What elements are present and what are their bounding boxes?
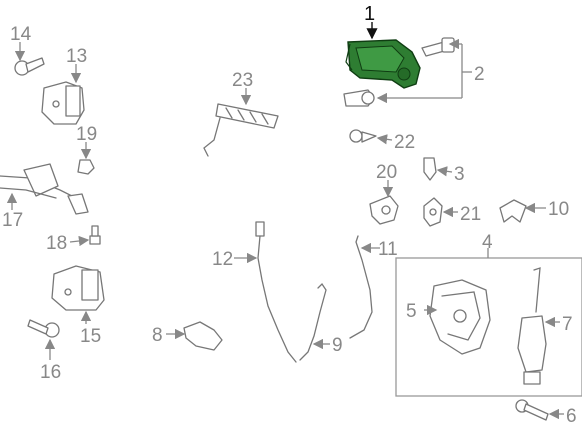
clip-10-part [499, 199, 527, 223]
door-key-part [421, 37, 455, 57]
nut-19-part [77, 159, 95, 175]
latch-assembly-box [395, 257, 582, 397]
lock-cylinder-part [343, 89, 375, 107]
callout-9: 9 [332, 335, 343, 356]
callout-21: 21 [460, 204, 481, 225]
grommet-21-part [423, 197, 443, 227]
callout-4: 4 [482, 232, 493, 253]
bracket-8-part [183, 321, 223, 351]
callout-11: 11 [378, 239, 398, 260]
callout-14: 14 [10, 24, 32, 45]
callout-12: 12 [212, 249, 233, 270]
door-switch-part [203, 103, 279, 157]
bumper-20-part [369, 195, 399, 225]
actuator-7-part [517, 267, 547, 385]
rod-11-part [349, 235, 373, 339]
callout-20: 20 [376, 162, 397, 183]
bolt-18-part [89, 225, 101, 245]
leader-lines [6, 22, 564, 420]
callout-3: 3 [454, 164, 465, 185]
callout-18: 18 [46, 233, 67, 254]
bolt-6-part [515, 399, 549, 421]
outside-door-handle-part[interactable] [345, 39, 421, 89]
callout-7: 7 [562, 314, 573, 335]
cable-12-part [255, 221, 297, 363]
door-latch-5-part [429, 279, 491, 355]
callout-22: 22 [394, 132, 415, 153]
screw-22-part [349, 129, 377, 143]
bolt-16-part [27, 319, 60, 338]
callout-1: 1 [364, 3, 375, 25]
callout-23: 23 [232, 70, 253, 91]
bolt-14-part [14, 57, 45, 76]
callout-10: 10 [548, 199, 569, 220]
callout-15: 15 [80, 326, 101, 347]
hinge-13-part [41, 81, 85, 125]
callout-8: 8 [152, 325, 163, 346]
callout-2: 2 [474, 64, 485, 85]
door-check-17-part [0, 163, 89, 215]
callout-6: 6 [566, 406, 577, 427]
hinge-15-part [51, 265, 105, 311]
lock-knob-3-part [423, 157, 437, 181]
rod-9-part [299, 282, 327, 361]
callout-16: 16 [40, 362, 61, 383]
callout-17: 17 [2, 210, 23, 231]
callout-13: 13 [66, 46, 87, 67]
callout-19: 19 [76, 124, 97, 145]
callout-5: 5 [406, 301, 417, 322]
